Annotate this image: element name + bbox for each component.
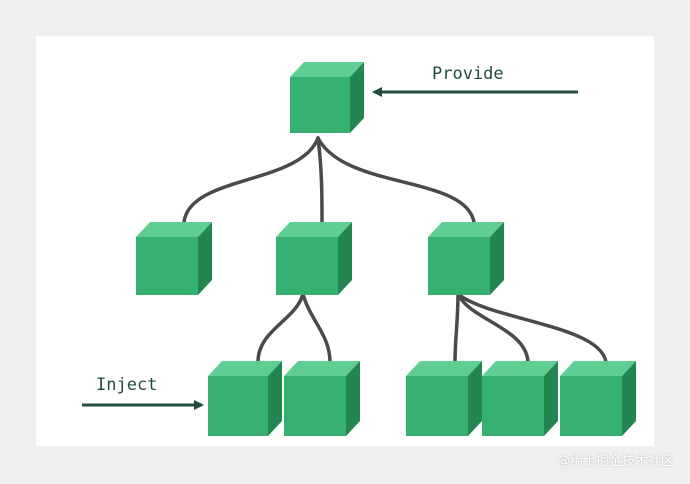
- watermark-text: @稀土掘金技术社区: [556, 454, 674, 469]
- provide-label: Provide: [432, 64, 504, 84]
- connector-root-to-middle: [316, 136, 324, 224]
- connector-root-to-right: [316, 136, 476, 224]
- connector-right-to-child-2: [456, 292, 530, 364]
- connector-middle-to-child-1: [256, 292, 305, 364]
- cube-level2-2: [284, 361, 360, 436]
- connector-right-to-child-1: [453, 292, 460, 364]
- cube-level1-left: [136, 222, 212, 295]
- connector-right-to-child-3: [456, 292, 608, 364]
- connector-middle-to-child-2: [301, 292, 332, 364]
- cube-level2-3: [406, 361, 482, 436]
- cube-level2-5: [560, 361, 636, 436]
- cube-level2-1: [208, 361, 282, 436]
- inject-label: Inject: [96, 375, 157, 395]
- connector-root-to-left: [182, 136, 320, 224]
- cube-level1-middle: [276, 222, 352, 295]
- cube-level1-right: [428, 222, 504, 295]
- cube-level2-4: [482, 361, 558, 436]
- cube-root: [290, 62, 364, 133]
- tree-connectors: [182, 136, 608, 364]
